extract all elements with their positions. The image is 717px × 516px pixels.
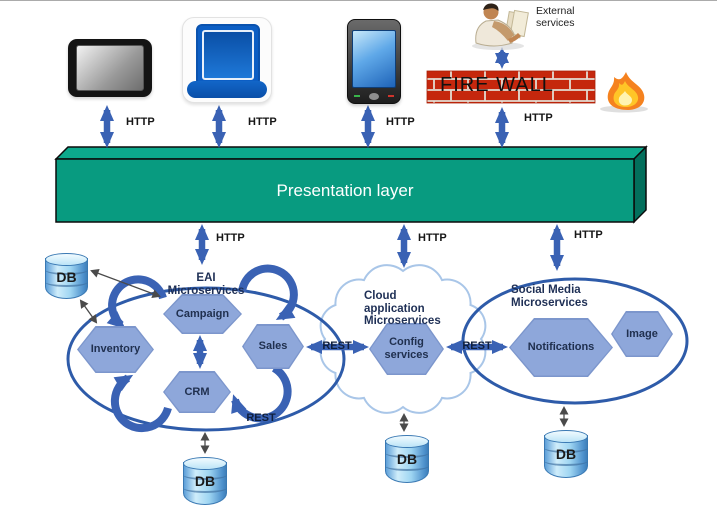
hexagon-config-services-label: Config services — [384, 336, 429, 361]
hexagon-notifications: Notifications — [509, 318, 613, 377]
db-label: DB — [396, 451, 418, 467]
http-label-social: HTTP — [574, 229, 603, 241]
http-label-cloud: HTTP — [418, 232, 447, 244]
hexagon-crm: CRM — [163, 371, 231, 413]
presentation-layer-label: Presentation layer — [276, 181, 414, 200]
laptop-screen — [196, 24, 260, 86]
http-label-eai: HTTP — [216, 232, 245, 244]
db-link-inventory — [79, 299, 98, 324]
smartphone-screen — [352, 30, 396, 88]
hexagon-sales: Sales — [242, 324, 304, 369]
db-cylinder-eai-side: DB — [45, 253, 88, 299]
db-cylinder-social: DB — [544, 430, 588, 478]
cycle-arc-campaign-sales — [238, 264, 298, 321]
http-label-firewall: HTTP — [524, 112, 553, 124]
laptop-icon — [182, 17, 272, 103]
external-services-icon — [472, 3, 529, 50]
cloud-group-title: Cloud application Microservices — [364, 290, 441, 328]
hexagon-campaign-label: Campaign — [175, 307, 230, 320]
hexagon-image: Image — [611, 311, 673, 357]
hexagon-notifications-label: Notifications — [527, 341, 595, 354]
db-link-campaign — [90, 269, 161, 298]
presentation-layer-box — [54, 145, 648, 224]
smartphone-home-button — [369, 93, 379, 100]
cycle-arc-sales-crm — [231, 364, 292, 423]
db-cylinder-eai-bottom: DB — [183, 457, 227, 505]
db-label: DB — [194, 473, 216, 489]
db-label: DB — [56, 269, 77, 285]
firewall-wall — [426, 70, 596, 104]
eai-group-title: EAI Microservices — [167, 272, 245, 297]
rest-label-eai-cloud: REST — [322, 340, 352, 352]
presentation-box-top-face — [54, 146, 648, 160]
rest-label-cloud-social: REST — [462, 340, 492, 352]
rest-label-eai-internal: REST — [246, 412, 276, 424]
db-label: DB — [555, 446, 577, 462]
tablet-icon — [68, 39, 152, 97]
db-cylinder-cloud: DB — [385, 435, 429, 483]
presentation-box-front-face — [55, 158, 635, 223]
flame-icon — [600, 72, 648, 113]
presentation-box-side-face — [633, 145, 647, 224]
hexagon-inventory: Inventory — [77, 326, 154, 373]
external-services-label: External services — [536, 5, 575, 30]
hexagon-crm-label: CRM — [184, 385, 210, 398]
http-label-tablet: HTTP — [126, 116, 155, 128]
hexagon-image-label: Image — [626, 327, 658, 340]
http-label-phone: HTTP — [386, 116, 415, 128]
eai-group-ellipse — [66, 286, 346, 432]
cycle-arc-crm-inventory — [110, 374, 172, 433]
hexagon-config-services: Config services — [369, 323, 444, 375]
social-group-title: Social Media Microservices — [511, 284, 588, 309]
hexagon-inventory-label: Inventory — [90, 343, 141, 356]
hexagon-sales-label: Sales — [258, 340, 288, 353]
smartphone-icon — [347, 19, 401, 104]
firewall-label: FIRE WALL — [440, 74, 554, 96]
hexagon-campaign: Campaign — [163, 294, 242, 334]
tablet-screen — [76, 45, 144, 91]
http-label-laptop: HTTP — [248, 116, 277, 128]
laptop-base — [187, 81, 267, 98]
